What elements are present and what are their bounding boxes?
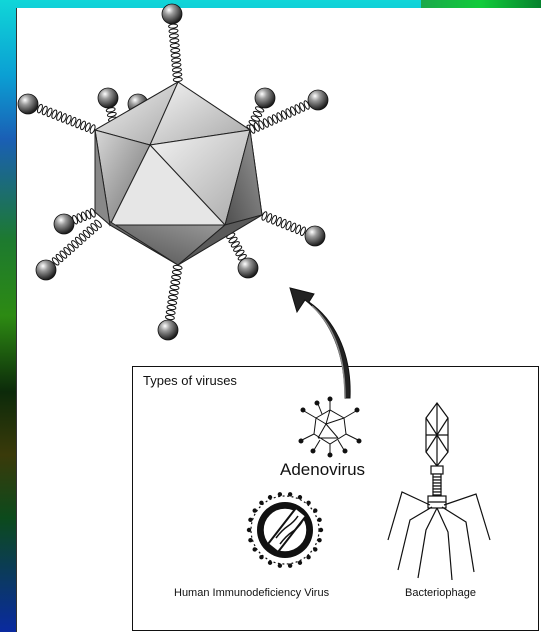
fiber-knob [238,258,258,278]
fiber-knob [36,260,56,280]
fiber-knob [98,88,118,108]
hiv-virus-icon [247,492,323,568]
fiber-knob [162,4,182,24]
fiber-knob [305,226,325,246]
fiber-knob [158,320,178,340]
fiber-knob [18,94,38,114]
small-adenovirus-icon [299,397,361,457]
bacteriophage-icon [388,403,490,580]
fiber-knob [255,88,275,108]
enlarge-arrow [290,288,350,398]
fiber-knob [54,214,74,234]
fiber-knob [308,90,328,110]
